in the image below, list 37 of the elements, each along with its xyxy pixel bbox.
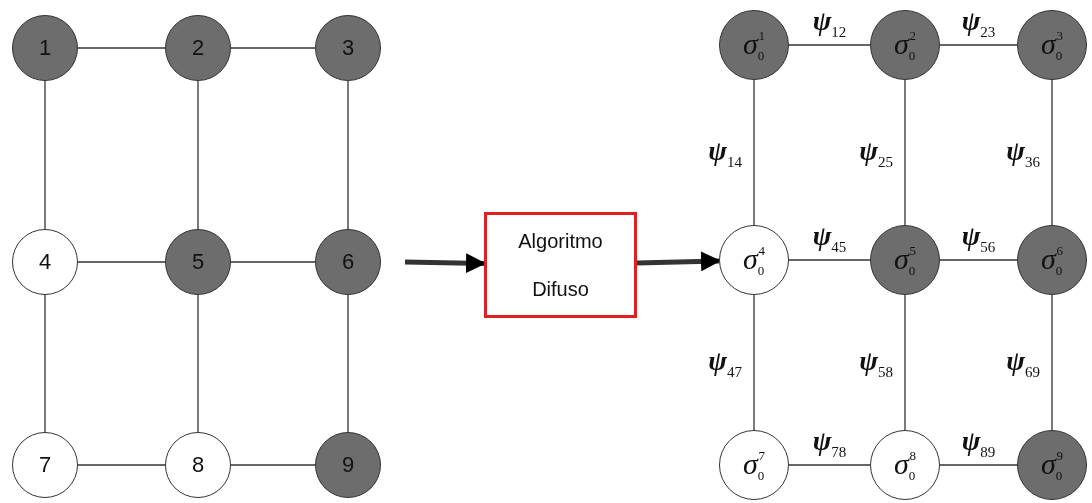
connector-line: [230, 464, 316, 466]
node-number: 4: [38, 249, 52, 275]
connector-line: [788, 44, 871, 46]
connector-line: [904, 79, 906, 226]
node-number: 9: [341, 452, 355, 478]
connector-line: [347, 294, 349, 433]
connector-line: [230, 47, 316, 49]
connector-line: [347, 80, 349, 230]
connector-line: [753, 79, 755, 226]
node-number: 7: [38, 452, 52, 478]
node-number: 1: [38, 35, 52, 61]
process-box: [484, 212, 637, 318]
connector-line: [77, 464, 166, 466]
arrow: [404, 253, 486, 274]
connector-line: [197, 294, 199, 433]
connector-line: [44, 294, 46, 433]
connector-line: [197, 80, 199, 230]
connector-line: [939, 259, 1018, 261]
connector-line: [77, 47, 166, 49]
node-number: 3: [341, 35, 355, 61]
connector-line: [44, 80, 46, 230]
connector-line: [77, 261, 166, 263]
arrow: [636, 251, 721, 272]
connector-line: [904, 294, 906, 431]
connector-line: [788, 464, 871, 466]
node-number: 2: [191, 35, 205, 61]
connector-line: [939, 464, 1018, 466]
connector-line: [1051, 294, 1053, 431]
node-number: 8: [191, 452, 205, 478]
connector-line: [1051, 79, 1053, 226]
connector-line: [753, 294, 755, 431]
node-number: 5: [191, 249, 205, 275]
connector-line: [788, 259, 871, 261]
connector-line: [939, 44, 1018, 46]
node-number: 6: [341, 249, 355, 275]
connector-line: [230, 261, 316, 263]
box-label: Algoritmo Difuso: [517, 229, 604, 302]
